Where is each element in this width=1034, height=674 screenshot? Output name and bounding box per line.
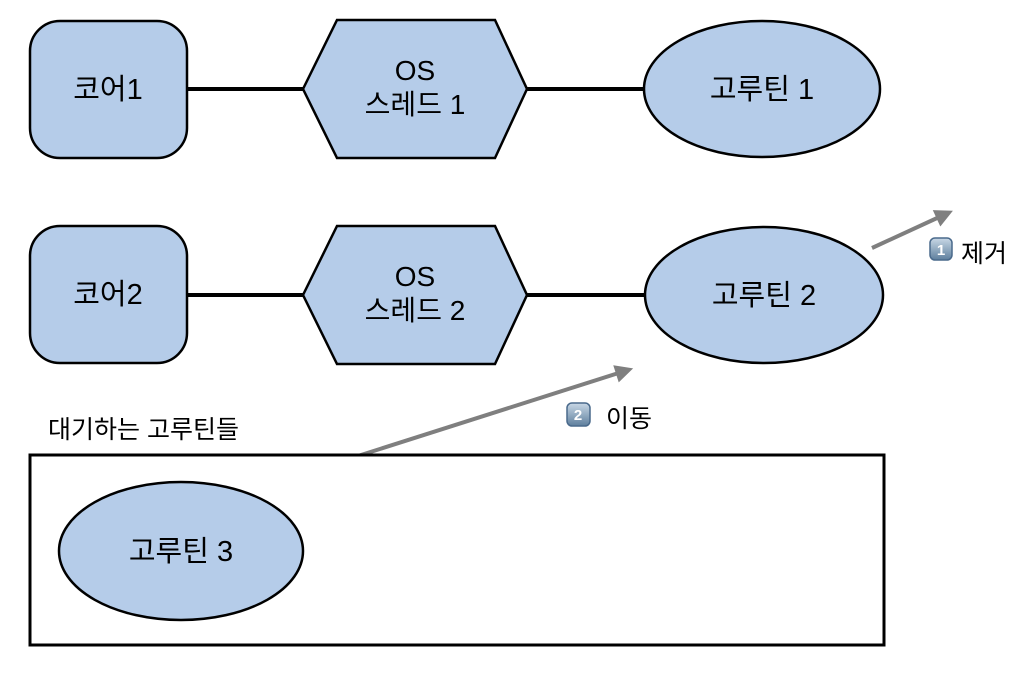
waiting-goroutines-label: 대기하는 고루틴들	[48, 416, 239, 444]
os-thread2-label-line1: OS	[395, 261, 435, 292]
os-thread2-label-line2: 스레드 2	[365, 295, 466, 326]
core1-node	[28, 19, 189, 160]
os-thread1-label-line2: 스레드 1	[365, 89, 466, 120]
goroutine1-label: 고루틴 1	[710, 74, 814, 106]
goroutine2-label: 고루틴 2	[712, 280, 816, 312]
os-thread1-label-line1: OS	[395, 55, 435, 86]
goroutine3-label: 고루틴 3	[129, 536, 233, 568]
core2-node	[28, 224, 189, 365]
step1-label: 제거	[961, 240, 1007, 268]
core1-label: 코어1	[73, 74, 143, 106]
remove-arrow	[871, 210, 953, 250]
step2-label: 이동	[606, 405, 652, 433]
os-thread2-node	[301, 224, 529, 366]
step2-badge-number: 2	[574, 407, 582, 424]
goroutine2-node	[643, 225, 885, 365]
core2-label: 코어2	[73, 279, 143, 311]
step2-badge	[566, 402, 591, 427]
goroutine1-node	[642, 19, 882, 159]
os-thread1-node	[301, 18, 529, 160]
step1-badge	[929, 237, 953, 261]
step1-badge-number: 1	[937, 242, 945, 259]
goroutine3-node	[57, 480, 305, 622]
